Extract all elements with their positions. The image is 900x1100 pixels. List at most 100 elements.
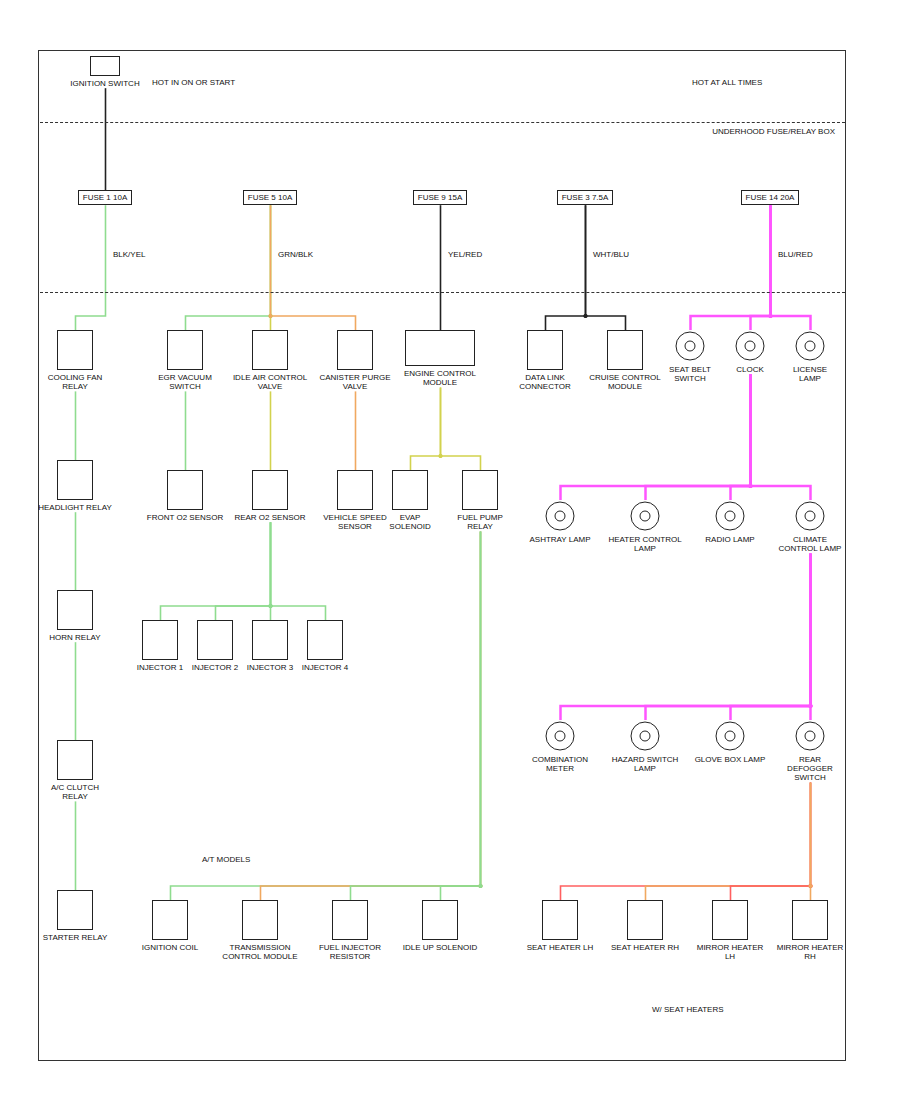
wire-note: HOT AT ALL TIMES bbox=[690, 78, 764, 87]
component-box: MIRROR HEATER RH bbox=[775, 900, 845, 961]
splice-dot bbox=[749, 484, 753, 488]
component-label: CLIMATE CONTROL LAMP bbox=[775, 535, 845, 553]
lamp-outline bbox=[796, 332, 824, 360]
component-label: GLOVE BOX LAMP bbox=[693, 755, 767, 764]
component-label: INJECTOR 3 bbox=[244, 663, 296, 672]
component-box: EVAP SOLENOID bbox=[380, 470, 440, 531]
lamp-outline bbox=[631, 502, 659, 530]
fuse-label: FUSE 3 7.5A bbox=[562, 193, 609, 202]
component-outline bbox=[167, 330, 203, 370]
splice-dot bbox=[769, 314, 773, 318]
splice-dot bbox=[809, 704, 813, 708]
fuse-box: FUSE 5 10A bbox=[243, 190, 297, 205]
component-label: INJECTOR 4 bbox=[299, 663, 351, 672]
component-outline bbox=[712, 900, 748, 940]
component-box: STARTER RELAY bbox=[38, 890, 112, 942]
component-box: INJECTOR 3 bbox=[244, 620, 296, 672]
component-label: TRANSMISSION CONTROL MODULE bbox=[218, 943, 302, 961]
component-label: CLOCK bbox=[721, 365, 779, 374]
wire bbox=[351, 531, 481, 900]
page-frame bbox=[39, 51, 846, 1061]
component-label: MIRROR HEATER LH bbox=[693, 943, 767, 961]
lamp-outline bbox=[716, 502, 744, 530]
splice-dot bbox=[584, 314, 588, 318]
component-box: VEHICLE SPEED SENSOR bbox=[316, 470, 394, 531]
component-label: FUEL PUMP RELAY bbox=[450, 513, 510, 531]
lamp-symbol bbox=[794, 330, 826, 362]
component-label: REAR O2 SENSOR bbox=[231, 513, 309, 522]
component-box: IGNITION COIL bbox=[131, 900, 209, 952]
lamp-outline bbox=[796, 722, 824, 750]
lamp-component: GLOVE BOX LAMP bbox=[693, 720, 767, 764]
component-label: COOLING FAN RELAY bbox=[38, 373, 112, 391]
splice-dot bbox=[269, 604, 273, 608]
wire bbox=[75, 512, 77, 590]
wire-note: WHT/BLU bbox=[591, 250, 631, 259]
lamp-component: CLOCK bbox=[721, 330, 779, 374]
component-outline bbox=[57, 330, 93, 370]
switch-component: IGNITION SWITCH bbox=[70, 56, 140, 88]
component-label: DATA LINK CONNECTOR bbox=[509, 373, 581, 391]
lamp-component: COMBINATION METER bbox=[523, 720, 597, 773]
wire bbox=[546, 205, 586, 330]
splice-dot bbox=[769, 314, 773, 318]
wire-note: BLK/YEL bbox=[111, 250, 147, 259]
lamp-outline bbox=[736, 332, 764, 360]
wire bbox=[731, 374, 751, 500]
component-outline bbox=[392, 470, 428, 510]
component-label: HEADLIGHT RELAY bbox=[38, 503, 112, 512]
component-label: RADIO LAMP bbox=[693, 535, 767, 544]
component-box: FUEL PUMP RELAY bbox=[450, 470, 510, 531]
component-outline bbox=[197, 620, 233, 660]
lamp-component: REAR DEFOGGER SWITCH bbox=[775, 720, 845, 783]
box-heading: UNDERHOOD FUSE/RELAY BOX bbox=[710, 127, 837, 136]
lamp-symbol bbox=[544, 720, 576, 752]
wire bbox=[161, 522, 271, 620]
lamp-symbol bbox=[794, 500, 826, 532]
component-label: MIRROR HEATER RH bbox=[775, 943, 845, 961]
component-box: A/C CLUTCH RELAY bbox=[38, 740, 112, 801]
wire-note: A/T MODELS bbox=[200, 855, 252, 864]
component-box: ENGINE CONTROL MODULE bbox=[400, 330, 480, 387]
splice-dot bbox=[479, 884, 483, 888]
component-label: IDLE AIR CONTROL VALVE bbox=[231, 373, 309, 391]
component-box: TRANSMISSION CONTROL MODULE bbox=[218, 900, 302, 961]
fuse-box: FUSE 14 20A bbox=[741, 190, 800, 205]
splice-dot bbox=[769, 314, 773, 318]
component-box: INJECTOR 1 bbox=[134, 620, 186, 672]
component-outline bbox=[252, 470, 288, 510]
component-box: IDLE AIR CONTROL VALVE bbox=[231, 330, 309, 391]
wire bbox=[731, 553, 811, 720]
component-outline bbox=[337, 330, 373, 370]
wire bbox=[731, 783, 811, 900]
fuse-label: FUSE 5 10A bbox=[248, 193, 292, 202]
wire bbox=[261, 531, 481, 900]
splice-dot bbox=[809, 704, 813, 708]
fuse-label: FUSE 14 20A bbox=[746, 193, 795, 202]
component-label: STARTER RELAY bbox=[38, 933, 112, 942]
component-label: HAZARD SWITCH LAMP bbox=[608, 755, 682, 773]
wire bbox=[271, 522, 326, 620]
wire bbox=[751, 374, 811, 500]
component-box: INJECTOR 2 bbox=[189, 620, 241, 672]
component-label: VEHICLE SPEED SENSOR bbox=[316, 513, 394, 531]
component-box: REAR O2 SENSOR bbox=[231, 470, 309, 522]
component-outline bbox=[57, 890, 93, 930]
splice-dot bbox=[269, 604, 273, 608]
component-outline bbox=[252, 330, 288, 370]
lamp-outline bbox=[631, 722, 659, 750]
wire bbox=[411, 387, 441, 470]
component-outline bbox=[462, 470, 498, 510]
splice-dot bbox=[809, 884, 813, 888]
component-outline bbox=[167, 470, 203, 510]
component-outline bbox=[242, 900, 278, 940]
component-box: MIRROR HEATER LH bbox=[693, 900, 767, 961]
lamp-symbol bbox=[794, 720, 826, 752]
wire bbox=[691, 205, 771, 330]
wire bbox=[751, 205, 771, 330]
component-box: FRONT O2 SENSOR bbox=[146, 470, 224, 522]
wire bbox=[186, 205, 271, 330]
component-label: INJECTOR 1 bbox=[134, 663, 186, 672]
lamp-component: LICENSE LAMP bbox=[781, 330, 839, 383]
component-box: EGR VACUUM SWITCH bbox=[146, 330, 224, 391]
